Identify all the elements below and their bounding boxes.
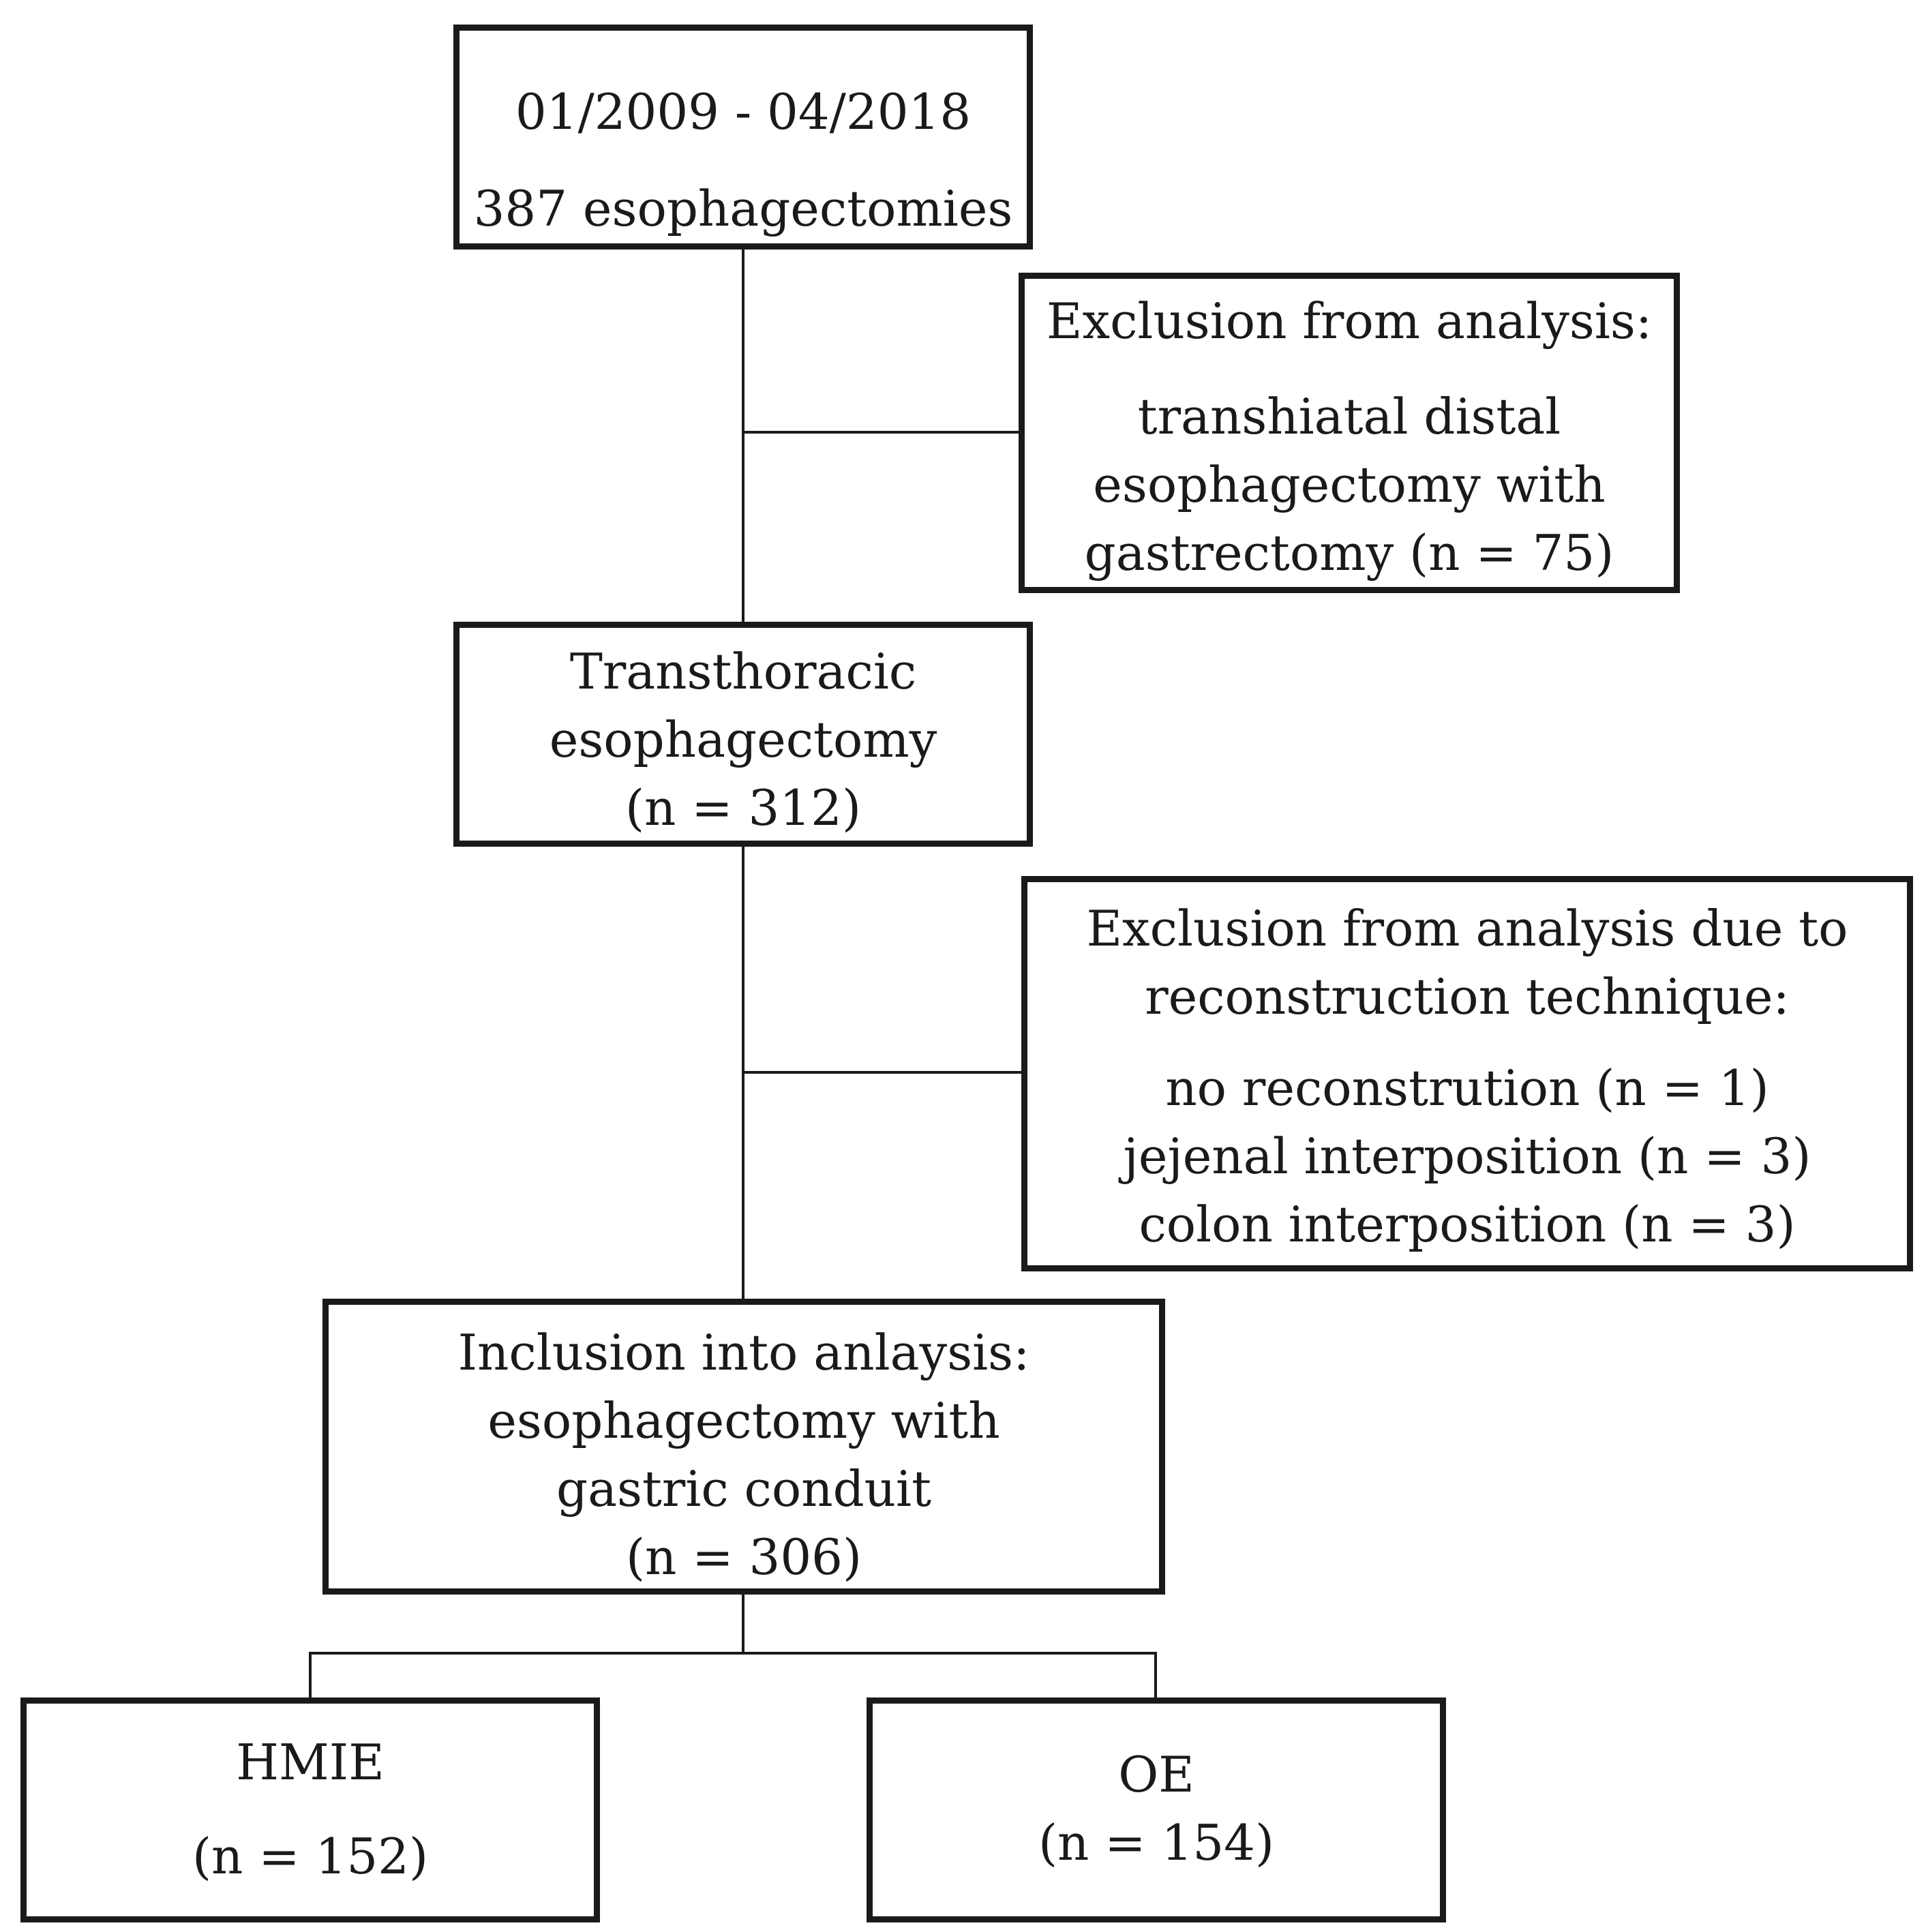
inclusion-line: esophagectomy with bbox=[487, 1392, 1000, 1449]
start-count: 387 esophagectomies bbox=[473, 180, 1013, 237]
inclusion-count: (n = 306) bbox=[625, 1528, 862, 1586]
transthoracic-line: esophagectomy bbox=[549, 711, 937, 768]
oe-label: OE bbox=[1118, 1746, 1194, 1803]
exclusion-box-transhiatal: Exclusion from analysis: transhiatal dis… bbox=[1019, 273, 1680, 593]
oe-box: OE (n = 154) bbox=[867, 1697, 1446, 1922]
exclusion-1-heading: Exclusion from analysis: bbox=[1046, 292, 1653, 350]
exclusion-box-reconstruction: Exclusion from analysis due to reconstru… bbox=[1021, 876, 1913, 1271]
connector-split bbox=[309, 1652, 1156, 1655]
connector-main-3 bbox=[742, 1595, 744, 1653]
oe-count: (n = 154) bbox=[1038, 1814, 1275, 1871]
transthoracic-box: Transthoracic esophagectomy (n = 312) bbox=[453, 622, 1033, 847]
transthoracic-count: (n = 312) bbox=[625, 779, 862, 836]
connector-branch-exclusion-1 bbox=[743, 431, 1019, 434]
connector-main-1 bbox=[742, 250, 744, 622]
hmie-box: HMIE (n = 152) bbox=[20, 1697, 600, 1922]
exclusion-2-item: colon interposition (n = 3) bbox=[1139, 1196, 1796, 1253]
exclusion-1-line: transhiatal distal bbox=[1137, 388, 1561, 445]
exclusion-1-line: esophagectomy with bbox=[1093, 456, 1606, 513]
transthoracic-line: Transthoracic bbox=[569, 643, 917, 700]
inclusion-box: Inclusion into anlaysis: esophagectomy w… bbox=[322, 1299, 1165, 1595]
exclusion-2-item: no reconstrution (n = 1) bbox=[1165, 1059, 1769, 1117]
exclusion-1-line: gastrectomy (n = 75) bbox=[1084, 524, 1614, 582]
exclusion-2-heading: Exclusion from analysis due to bbox=[1086, 900, 1848, 957]
exclusion-2-heading: reconstruction technique: bbox=[1145, 968, 1790, 1025]
hmie-count: (n = 152) bbox=[192, 1828, 429, 1885]
connector-to-oe bbox=[1154, 1652, 1157, 1697]
start-period: 01/2009 - 04/2018 bbox=[515, 83, 972, 140]
inclusion-line: Inclusion into anlaysis: bbox=[457, 1324, 1030, 1381]
connector-branch-exclusion-2 bbox=[743, 1071, 1021, 1074]
hmie-label: HMIE bbox=[236, 1734, 385, 1791]
exclusion-2-item: jejenal interposition (n = 3) bbox=[1123, 1128, 1811, 1185]
start-box: 01/2009 - 04/2018 387 esophagectomies bbox=[453, 25, 1033, 250]
connector-to-hmie bbox=[309, 1652, 312, 1697]
inclusion-line: gastric conduit bbox=[556, 1460, 932, 1518]
